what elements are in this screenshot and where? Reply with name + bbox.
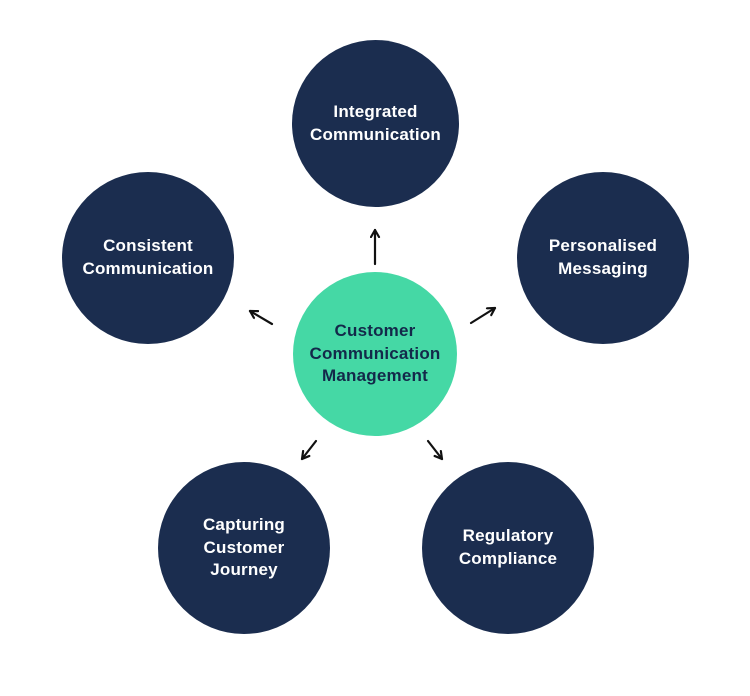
arrow-to-consistent-communication (248, 309, 274, 326)
node-integrated-communication: Integrated Communication (292, 40, 459, 207)
node-label: Personalised Messaging (548, 236, 658, 278)
node-personalised-messaging: Personalised Messaging (517, 172, 689, 344)
node-label: Integrated Communication (309, 101, 442, 144)
arrow-to-personalised-messaging (469, 306, 497, 325)
node-capturing-customer-journey: Capturing Customer Journey (158, 462, 330, 634)
node-customer-communication-management: Customer Communication Management (293, 272, 457, 436)
node-label: Customer Communication Management (309, 320, 441, 386)
node-label: Regulatory Compliance (458, 526, 558, 568)
arrow-to-capturing-customer-journey (300, 439, 318, 461)
node-consistent-communication: Consistent Communication (62, 172, 234, 344)
node-label: Capturing Customer Journey (202, 514, 286, 580)
node-label: Consistent Communication (82, 236, 214, 278)
node-regulatory-compliance: Regulatory Compliance (422, 462, 594, 634)
arrow-to-regulatory-compliance (426, 439, 444, 461)
